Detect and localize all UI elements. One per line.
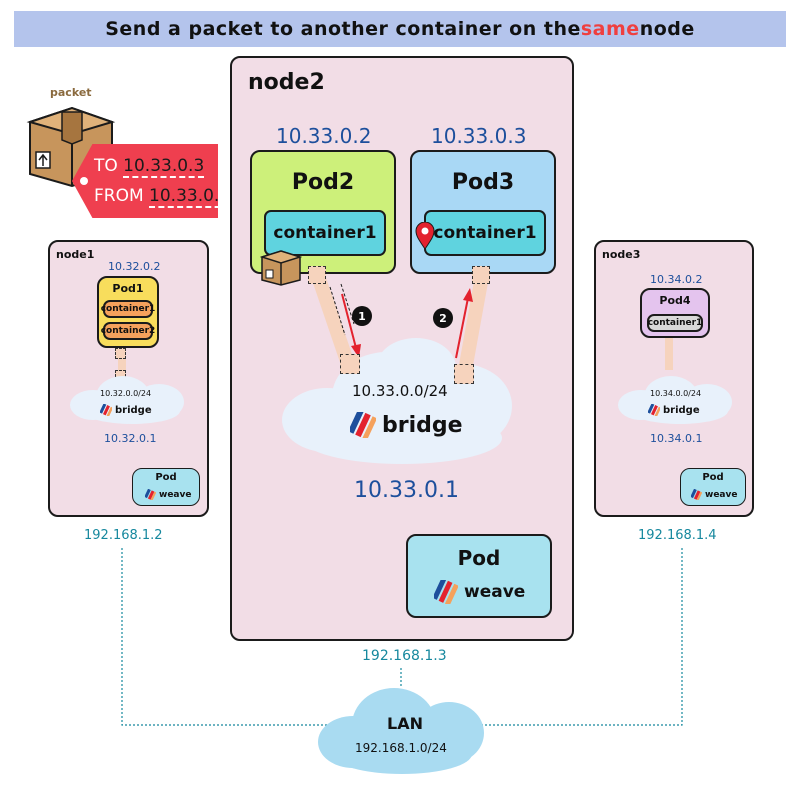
node2-weave: weave xyxy=(434,580,525,604)
pod3-label: Pod3 xyxy=(451,170,515,195)
step-1-badge: 1 xyxy=(352,306,372,326)
packet-small-icon xyxy=(260,250,302,286)
pod2-veth-port xyxy=(308,266,326,284)
lan-label: LAN xyxy=(387,714,423,733)
step-2-badge: 2 xyxy=(433,308,453,328)
node3-box: node3 10.34.0.2 Pod4 container1 10.34.0.… xyxy=(594,240,754,517)
node3-bridge-label: bridge xyxy=(663,404,700,416)
node1-container1: container1 xyxy=(101,300,155,318)
node1-bridge-cloud xyxy=(70,372,190,424)
node1-weave: weave xyxy=(145,489,191,500)
node1-weave-pod-label: Pod xyxy=(155,472,177,483)
node3-host-ip: 192.168.1.4 xyxy=(638,528,717,543)
pod1-label: Pod1 xyxy=(112,282,144,295)
weave-logo-icon xyxy=(350,412,376,438)
pod2-label: Pod2 xyxy=(291,170,355,195)
bridge-port-left xyxy=(340,354,360,374)
pod3-container1: container1 xyxy=(424,210,546,256)
node3-title: node3 xyxy=(602,248,641,261)
node1-bridge: bridge xyxy=(100,404,152,416)
node3-bridge-cloud xyxy=(618,372,738,424)
node2-host-ip: 192.168.1.3 xyxy=(362,648,447,664)
pod4-box: Pod4 container1 xyxy=(640,288,710,338)
weave-logo-icon xyxy=(648,404,660,416)
node1-host-ip: 192.168.1.2 xyxy=(84,528,163,543)
bridge-port-right xyxy=(454,364,474,384)
node3-bridge: bridge xyxy=(648,404,700,416)
node3-cidr: 10.34.0.0/24 xyxy=(650,389,702,398)
packet-address-tag: TO 10.33.0.3 FROM 10.33.0.2 xyxy=(72,144,218,218)
node2-bridge-ip: 10.33.0.1 xyxy=(354,478,459,503)
node3-container1: container1 xyxy=(647,314,703,332)
title-highlight: same xyxy=(580,18,640,40)
node2-weave-pod-label: Pod xyxy=(457,546,501,570)
tag-from-label: FROM xyxy=(94,186,144,206)
node2-bridge-cloud xyxy=(282,338,520,468)
packet-box-icon xyxy=(26,106,116,188)
pod3-veth-port xyxy=(472,266,490,284)
node2-bridge-label: bridge xyxy=(382,412,463,438)
lan-cidr: 192.168.1.0/24 xyxy=(355,741,447,755)
node1-cidr: 10.32.0.0/24 xyxy=(100,389,152,398)
tag-from-ip: 10.33.0.2 xyxy=(149,186,231,208)
tag-to-ip: 10.33.0.3 xyxy=(123,156,205,178)
node1-bridge-ip: 10.32.0.1 xyxy=(104,432,157,445)
node1-weave-label: weave xyxy=(159,489,192,500)
node3-weave-pod-label: Pod xyxy=(702,472,724,483)
pod4-label: Pod4 xyxy=(659,294,691,307)
lan-cloud xyxy=(318,680,486,776)
node3-pod-ip: 10.34.0.2 xyxy=(650,273,703,286)
diagram-title: Send a packet to another container on th… xyxy=(14,11,786,47)
node2-box: node2 10.33.0.2 10.33.0.3 Pod2 container… xyxy=(230,56,574,641)
tag-to-label: TO xyxy=(94,156,118,176)
node3-weave-pod: Pod weave xyxy=(680,468,746,506)
node3-weave: weave xyxy=(691,489,737,500)
node1-container2: container2 xyxy=(101,322,155,340)
title-suffix: node xyxy=(639,18,695,40)
pod1-box: Pod1 container1 container2 xyxy=(97,276,159,348)
node1-pod-ip: 10.32.0.2 xyxy=(108,260,161,273)
node1-veth-link xyxy=(118,348,126,370)
node2-bridge: bridge xyxy=(350,412,463,438)
node2-cidr: 10.33.0.0/24 xyxy=(352,382,448,400)
weave-logo-icon xyxy=(434,580,458,604)
node2-title: node2 xyxy=(248,70,325,95)
node2-weave-pod: Pod weave xyxy=(406,534,552,618)
node1-weave-pod: Pod weave xyxy=(132,468,200,506)
node1-title: node1 xyxy=(56,248,95,261)
node1-veth-port-top xyxy=(115,348,126,359)
node2-weave-label: weave xyxy=(464,582,526,602)
node3-weave-label: weave xyxy=(705,489,738,500)
pod3-box: Pod3 container1 xyxy=(410,150,556,274)
node1-box: node1 10.32.0.2 Pod1 container1 containe… xyxy=(48,240,209,517)
title-prefix: Send a packet to another container on th… xyxy=(105,18,581,40)
location-pin-icon xyxy=(415,222,435,250)
weave-logo-icon xyxy=(145,489,156,500)
node3-veth-link xyxy=(665,338,673,370)
node3-bridge-ip: 10.34.0.1 xyxy=(650,432,703,445)
pod2-container1: container1 xyxy=(264,210,386,256)
node1-bridge-label: bridge xyxy=(115,404,152,416)
packet-label: packet xyxy=(50,86,92,99)
pod3-ip: 10.33.0.3 xyxy=(431,124,527,148)
weave-logo-icon xyxy=(100,404,112,416)
weave-logo-icon xyxy=(691,489,702,500)
pod2-ip: 10.33.0.2 xyxy=(276,124,372,148)
